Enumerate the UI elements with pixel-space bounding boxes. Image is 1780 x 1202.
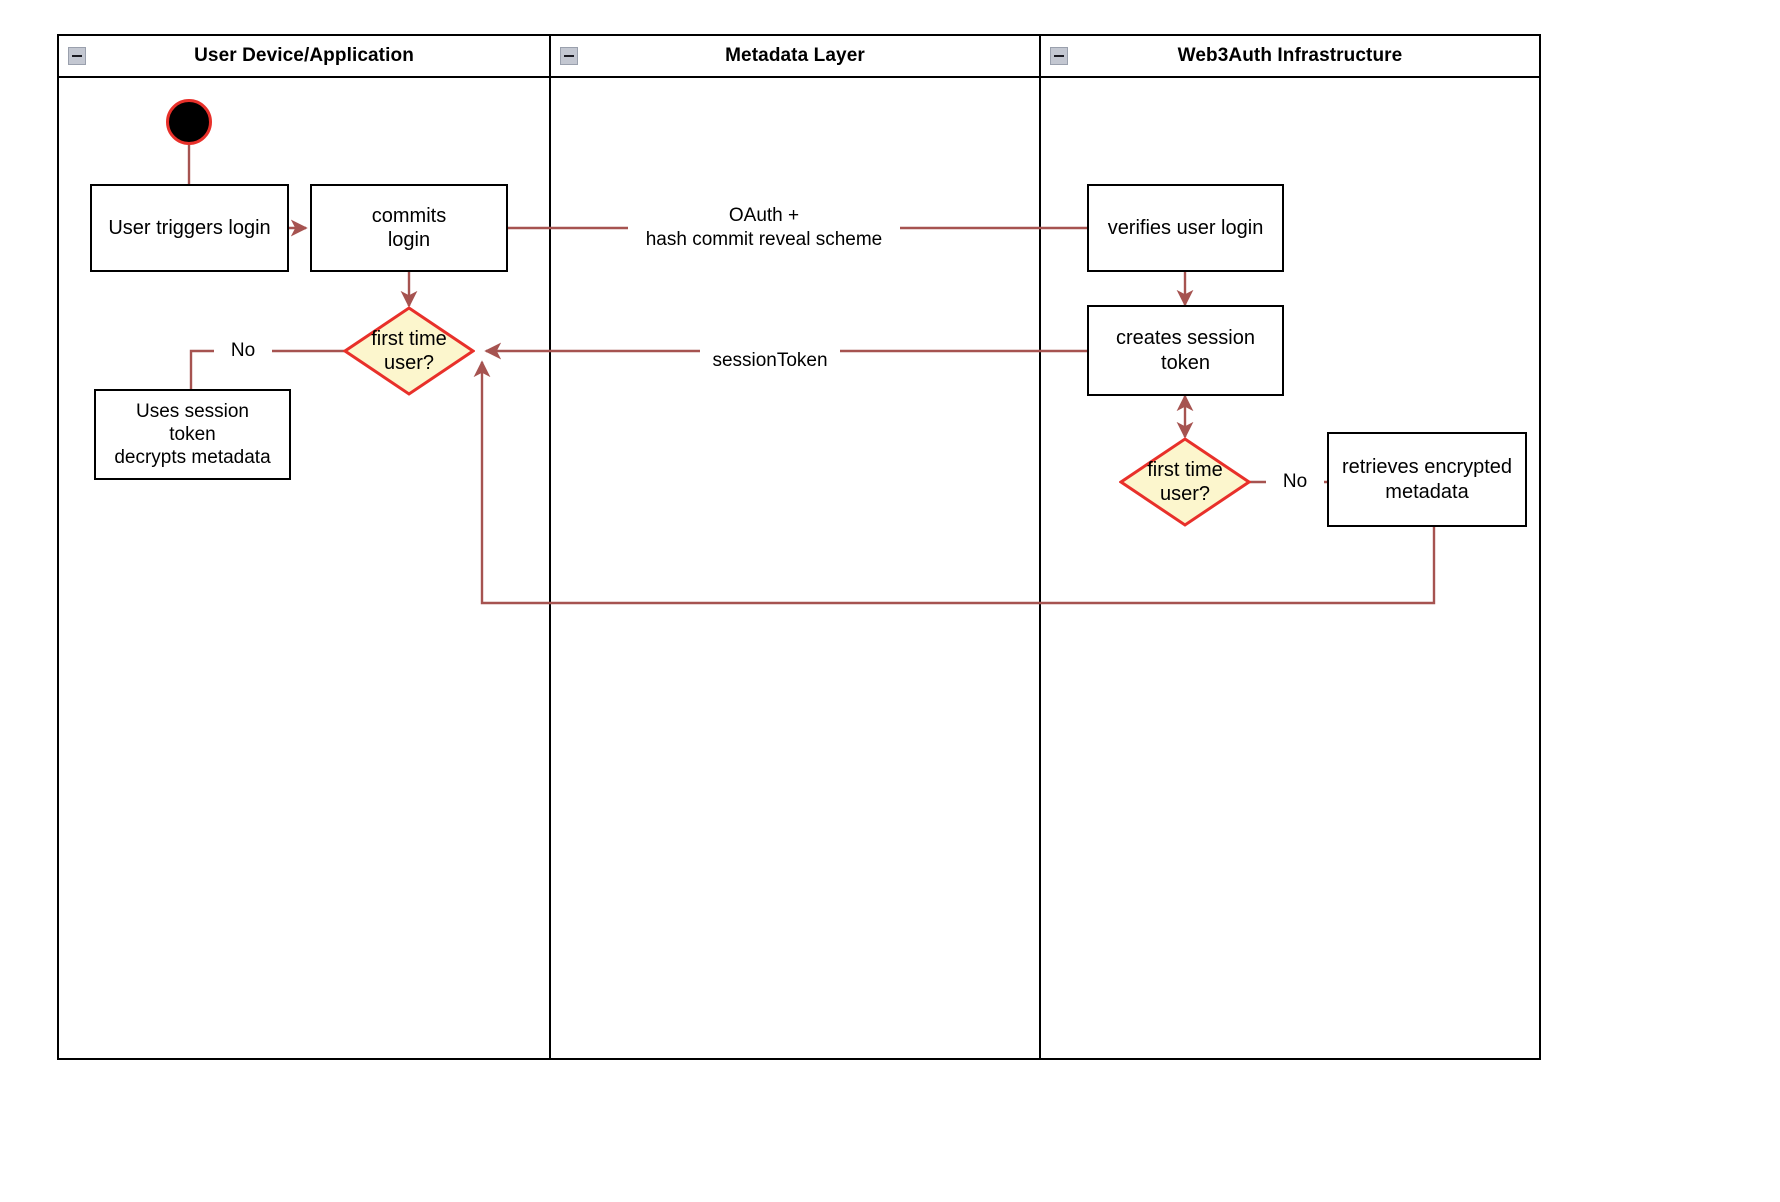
minus-icon[interactable] — [560, 47, 578, 65]
action-commits-login[interactable]: commits login — [310, 184, 508, 272]
diamond-shape-client — [343, 306, 475, 396]
decision-first-time-user-server[interactable]: first time user? — [1119, 437, 1251, 527]
action-user-triggers-login[interactable]: User triggers login — [90, 184, 289, 272]
edge-label-oauth: OAuth + hash commit reveal scheme — [628, 204, 900, 252]
lane-header-metadata-layer[interactable]: Metadata Layer — [551, 36, 1039, 78]
edge-label-no-server: No — [1266, 470, 1324, 494]
lane-title-metadata-layer: Metadata Layer — [725, 45, 865, 66]
lane-title-web3auth: Web3Auth Infrastructure — [1177, 45, 1403, 66]
lane-title-user-device: User Device/Application — [194, 45, 414, 66]
edge-label-no-client: No — [214, 339, 272, 363]
decision-label-server: first time user? — [1147, 459, 1223, 505]
lane-web3auth[interactable]: Web3Auth Infrastructure — [1041, 36, 1539, 1058]
lane-header-user-device[interactable]: User Device/Application — [59, 36, 549, 78]
action-uses-session-token[interactable]: Uses session token decrypts metadata — [94, 389, 291, 480]
swimlane-frame: User Device/Application Metadata Layer W… — [57, 34, 1541, 1060]
edge-label-session-token: sessionToken — [700, 349, 840, 373]
action-verifies-user-login[interactable]: verifies user login — [1087, 184, 1284, 272]
decision-first-time-user-client[interactable]: first time user? — [343, 306, 475, 396]
lane-header-web3auth[interactable]: Web3Auth Infrastructure — [1041, 36, 1539, 78]
action-retrieves-encrypted-metadata[interactable]: retrieves encrypted metadata — [1327, 432, 1527, 527]
minus-icon[interactable] — [68, 47, 86, 65]
start-node — [166, 99, 212, 145]
lane-metadata-layer[interactable]: Metadata Layer — [551, 36, 1041, 1058]
minus-icon[interactable] — [1050, 47, 1068, 65]
action-creates-session-token[interactable]: creates session token — [1087, 305, 1284, 396]
lane-user-device[interactable]: User Device/Application — [59, 36, 551, 1058]
decision-label-client: first time user? — [371, 328, 447, 374]
